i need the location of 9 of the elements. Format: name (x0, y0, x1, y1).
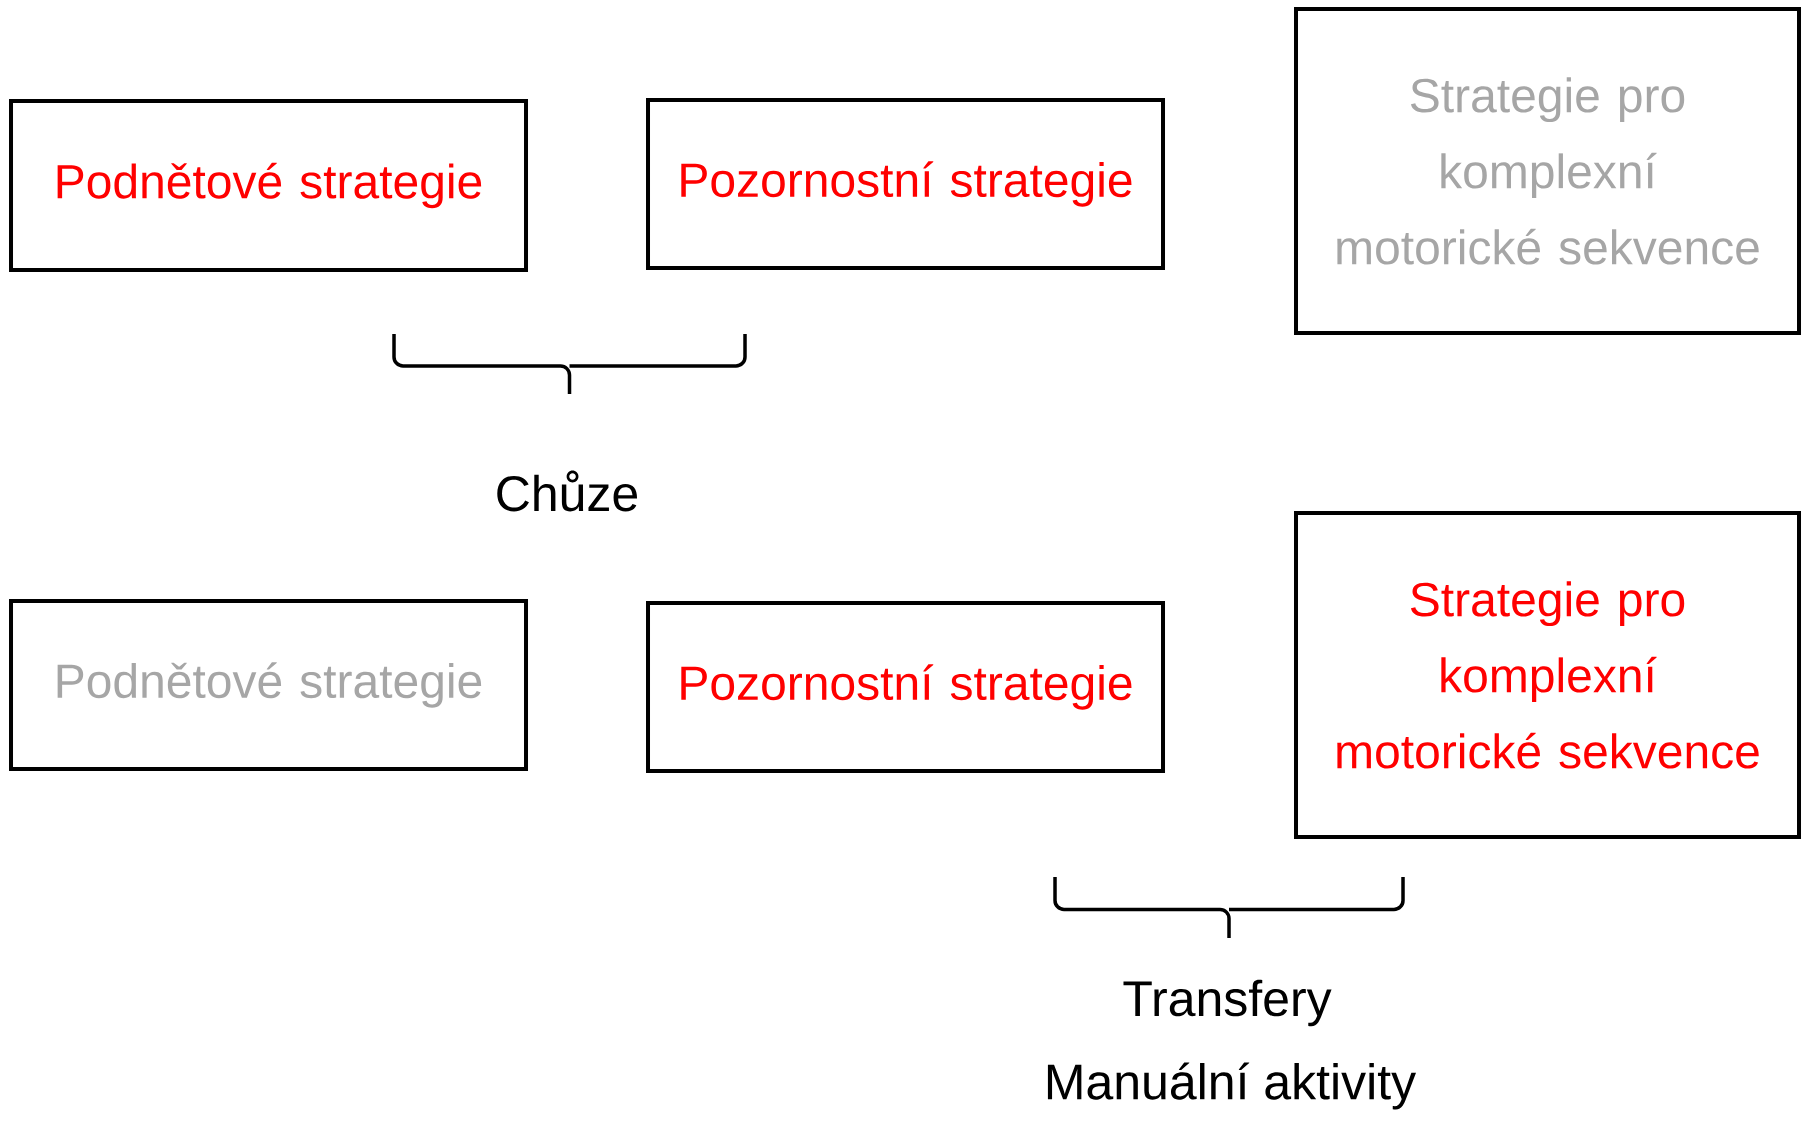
strategy-box: Strategie pro komplexní motorické sekvence (1294, 511, 1801, 839)
group-label: Manuální aktivity (1047, 1062, 1416, 1110)
strategy-box: Pozornostní strategie (646, 98, 1165, 270)
strategy-box: Strategie pro komplexní motorické sekvence (1294, 7, 1801, 335)
strategy-box: Podnětové strategie (9, 599, 528, 771)
strategy-box: Podnětové strategie (9, 99, 528, 272)
group-label: Chůze (497, 470, 637, 512)
strategy-box: Pozornostní strategie (646, 601, 1165, 773)
group-label: Transfery (1123, 979, 1332, 1027)
